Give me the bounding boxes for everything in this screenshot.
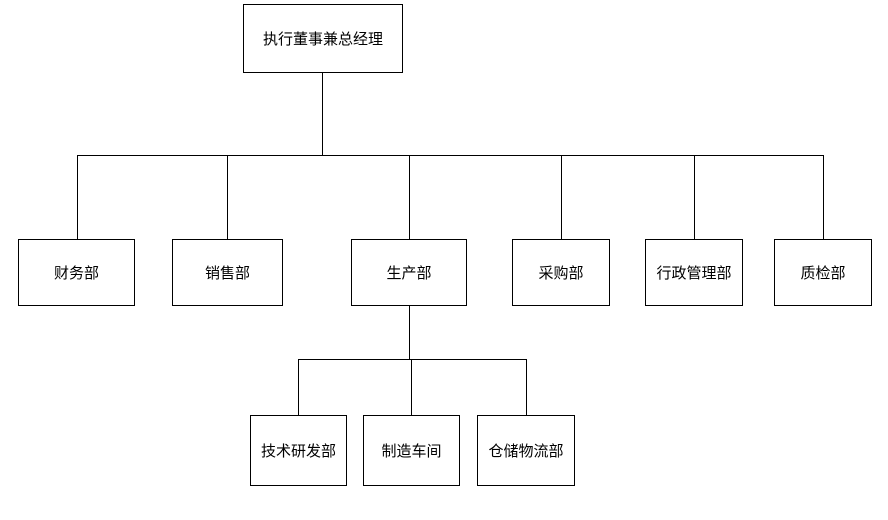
node-production-dept: 生产部	[351, 239, 467, 306]
node-label: 采购部	[538, 263, 584, 282]
connector-line-sales-drop	[227, 155, 228, 239]
connector-line-quality-drop	[823, 155, 824, 239]
node-label: 制造车间	[381, 441, 442, 460]
node-finance-dept: 财务部	[18, 239, 135, 306]
node-purchasing-dept: 采购部	[512, 239, 610, 306]
connector-line-production-drop	[409, 155, 410, 239]
node-executive-director-general-manager: 执行董事兼总经理	[243, 4, 403, 73]
node-sales-dept: 销售部	[172, 239, 283, 306]
node-warehouse-logistics-dept: 仓储物流部	[477, 415, 575, 486]
node-label: 财务部	[53, 263, 99, 282]
node-label: 仓储物流部	[488, 441, 564, 460]
connector-line-purchasing-drop	[561, 155, 562, 239]
node-tech-rnd-dept: 技术研发部	[250, 415, 347, 486]
connector-line-workshop-drop	[411, 359, 412, 415]
node-label: 技术研发部	[260, 441, 336, 460]
connector-line-production-down	[409, 306, 410, 359]
node-administrative-management-dept: 行政管理部	[645, 239, 743, 306]
node-label: 生产部	[386, 263, 432, 282]
connector-line-admin-drop	[694, 155, 695, 239]
node-label: 销售部	[204, 263, 250, 282]
node-label: 行政管理部	[656, 263, 732, 282]
connector-line-root-down	[322, 73, 323, 155]
node-label: 质检部	[800, 263, 846, 282]
node-quality-inspection-dept: 质检部	[774, 239, 872, 306]
connector-line-finance-drop	[77, 155, 78, 239]
node-label: 执行董事兼总经理	[262, 29, 383, 48]
connector-line-level2-horizontal	[77, 155, 823, 156]
connector-line-rnd-drop	[298, 359, 299, 415]
connector-line-logistics-drop	[526, 359, 527, 415]
node-manufacturing-workshop: 制造车间	[363, 415, 460, 486]
connector-line-level3-horizontal	[298, 359, 527, 360]
